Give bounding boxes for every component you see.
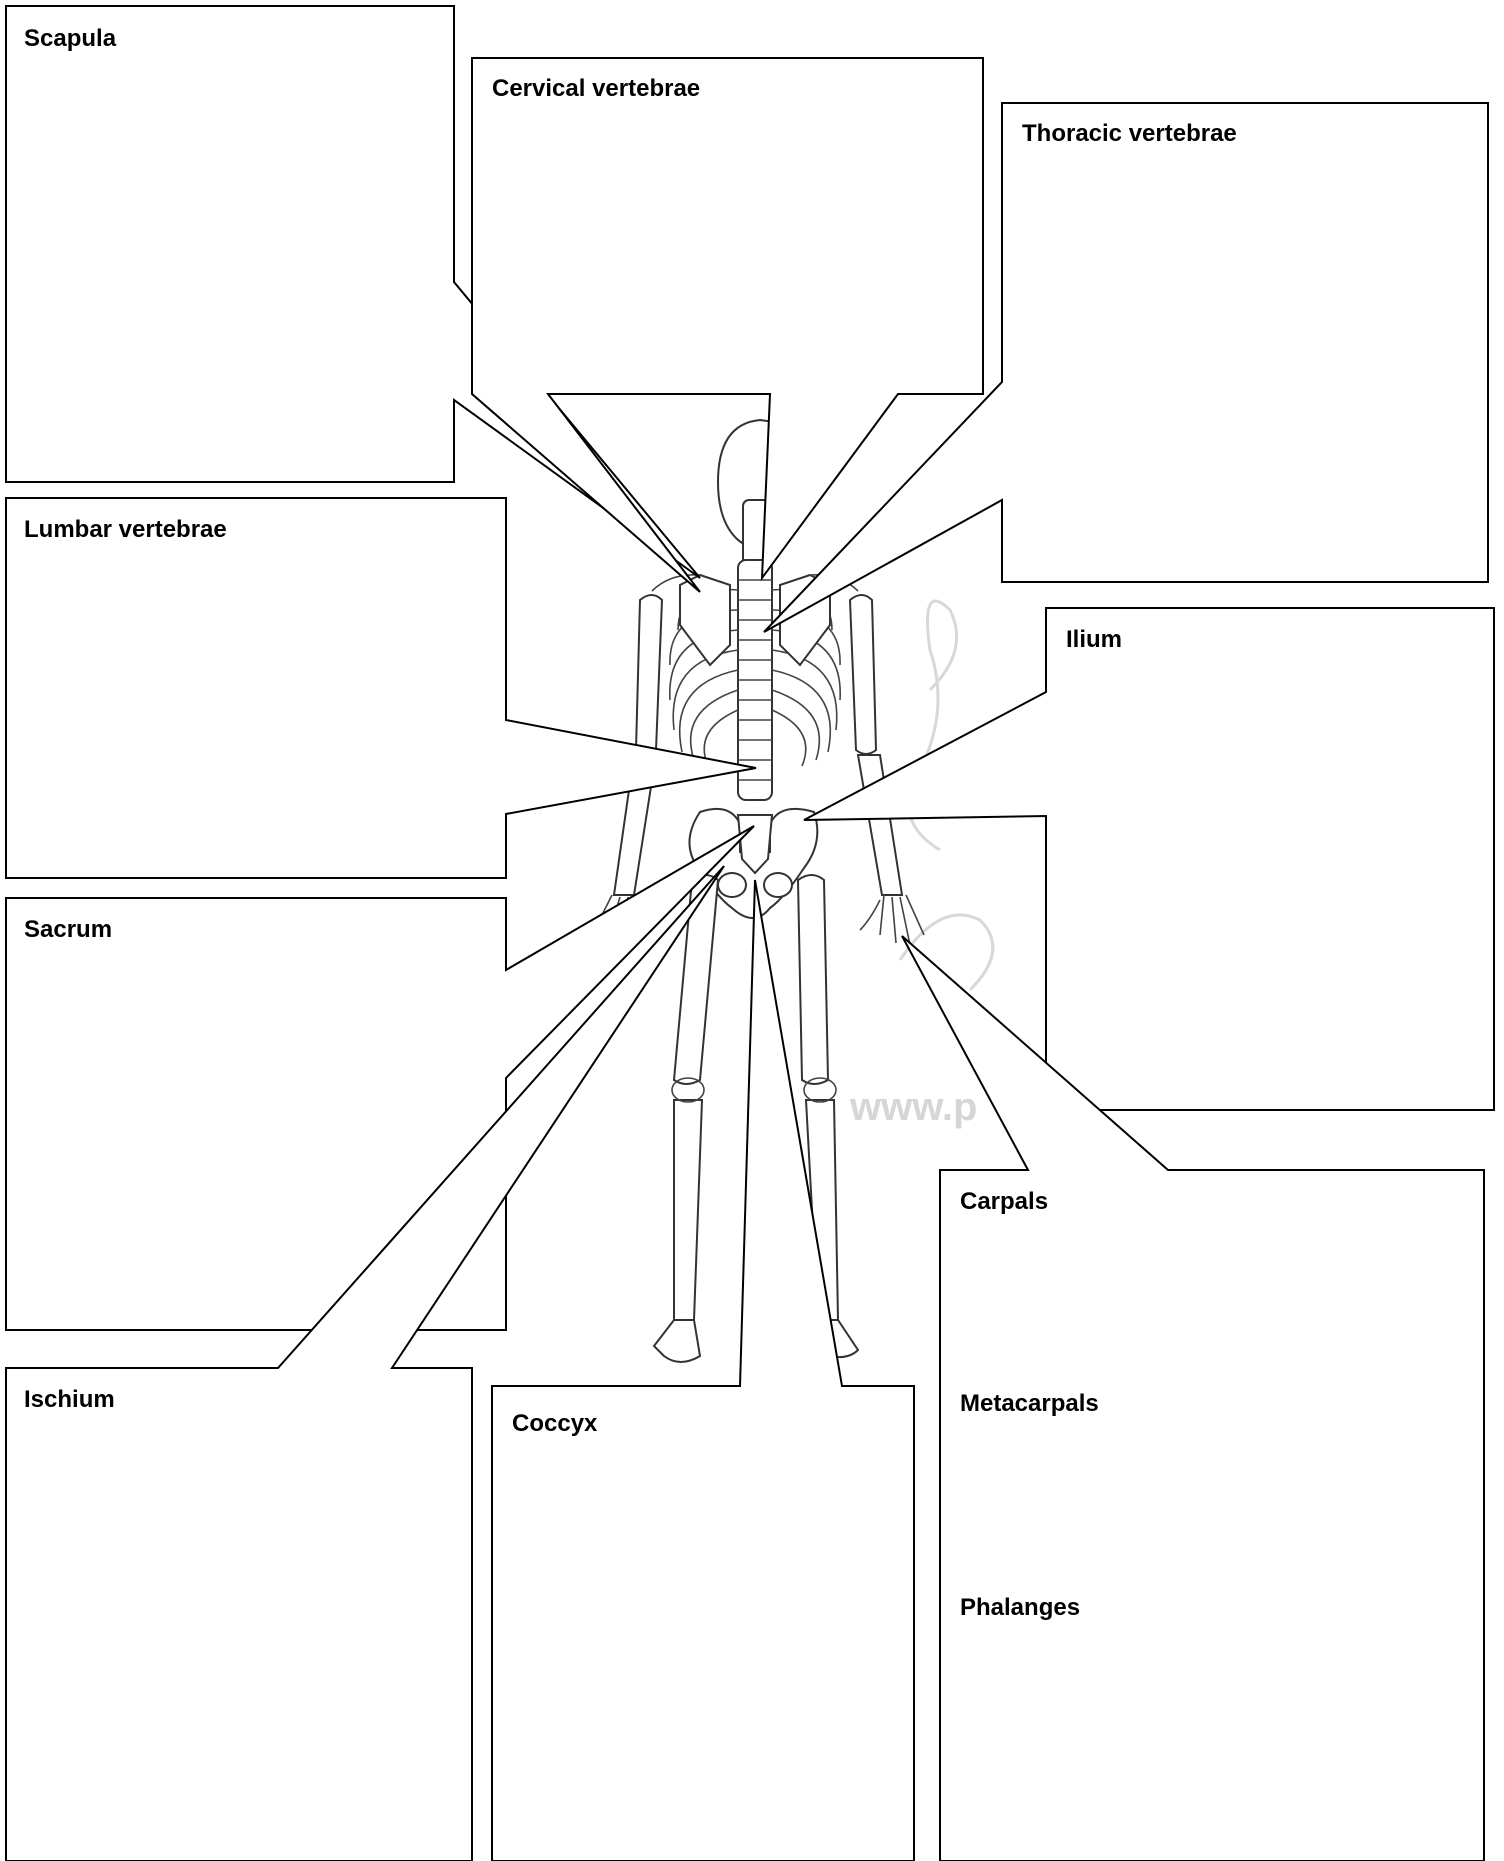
label-cervical-vertebrae: Cervical vertebrae <box>492 75 700 102</box>
label-coccyx: Coccyx <box>512 1410 598 1437</box>
callout-ilium: Ilium <box>804 608 1494 1110</box>
label-carpals: Carpals <box>960 1188 1048 1215</box>
right-hand <box>860 895 924 945</box>
label-lumbar-vertebrae: Lumbar vertebrae <box>24 516 227 543</box>
label-phalanges: Phalanges <box>960 1594 1080 1621</box>
left-humerus <box>636 595 662 754</box>
label-thoracic-vertebrae: Thoracic vertebrae <box>1022 120 1237 147</box>
right-humerus <box>850 595 876 754</box>
svg-text:www.p: www.p <box>849 1085 977 1129</box>
left-foot <box>654 1320 700 1362</box>
label-metacarpals: Metacarpals <box>960 1390 1099 1417</box>
label-ischium: Ischium <box>24 1386 115 1413</box>
label-sacrum: Sacrum <box>24 916 112 943</box>
left-tibia <box>674 1100 702 1320</box>
left-scapula <box>680 575 730 665</box>
right-femur <box>798 875 828 1084</box>
label-scapula: Scapula <box>24 25 117 52</box>
label-ilium: Ilium <box>1066 626 1122 653</box>
